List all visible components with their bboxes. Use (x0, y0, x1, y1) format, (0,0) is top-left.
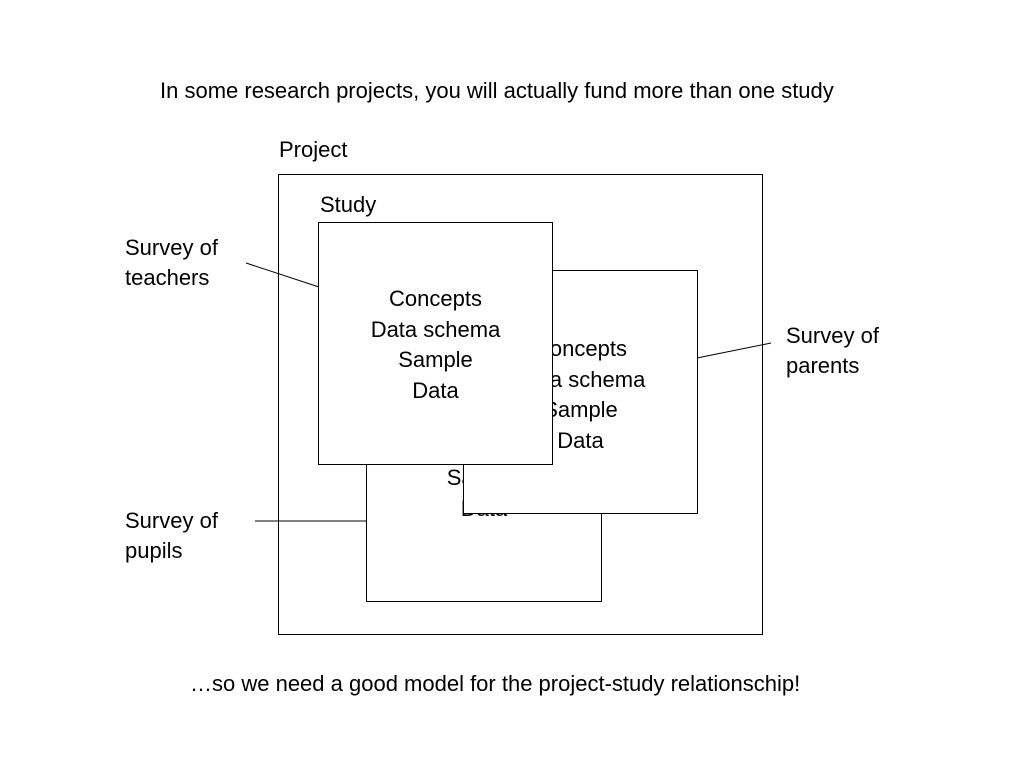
callout-pupils: Survey of pupils (125, 506, 218, 566)
study-label: Study (320, 192, 377, 217)
callout-pupils-line1: Survey of (125, 508, 218, 533)
study-data-schema: Data schema (370, 316, 501, 342)
study-data: Data (412, 377, 459, 403)
study-box-teachers (318, 222, 553, 465)
callout-pupils-line2: pupils (125, 538, 183, 563)
study-sample: Sample (543, 397, 618, 422)
callout-teachers-line1: Survey of (125, 235, 218, 260)
slide-heading: In some research projects, you will actu… (160, 78, 834, 103)
callout-parents-line2: parents (786, 353, 860, 378)
slide-footer: …so we need a good model for the project… (190, 671, 801, 696)
study-sample: Sample (398, 347, 473, 372)
teachers-connector (245, 262, 320, 288)
callout-parents: Survey of parents (786, 321, 879, 381)
callout-teachers-line2: teachers (125, 265, 210, 290)
project-label: Project (279, 137, 348, 162)
study-contents-teachers: Concepts Data schema Sample Data (319, 223, 552, 464)
study-data: Data (557, 427, 604, 453)
callout-teachers: Survey of teachers (125, 233, 218, 293)
study-concepts: Concepts (389, 286, 482, 311)
parents-connector (696, 342, 772, 359)
callout-parents-line1: Survey of (786, 323, 879, 348)
